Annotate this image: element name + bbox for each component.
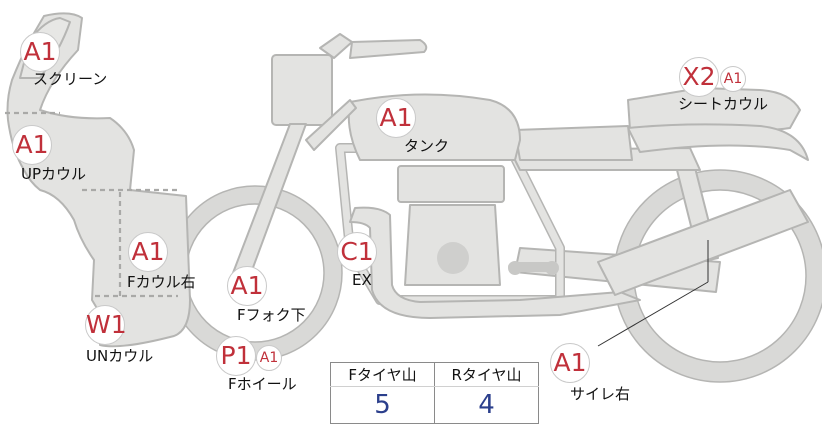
f-wheel-sub-badge[interactable]: A1 [256,345,282,371]
exhaust-label: EX [352,271,372,289]
f-wheel-label: Fホイール [228,375,297,393]
rear-tire-value: 4 [478,390,495,420]
seat-cowl-damage-badge[interactable]: X2 [679,57,719,97]
seat-cowl-sub-badge[interactable]: A1 [720,66,746,92]
seat-cowl-label: シートカウル [678,95,769,113]
screen-label: スクリーン [33,70,108,88]
f-cowl-right-damage-badge[interactable]: A1 [128,232,168,272]
f-cowl-right-label: Fカウル右 [127,273,196,291]
up-cowl-damage-badge[interactable]: A1 [12,125,52,165]
up-cowl-label: UPカウル [21,165,87,183]
silencer [597,189,809,296]
tire-tread-header-row: Fタイヤ山 Rタイヤ山 [330,362,539,387]
tank-damage-badge[interactable]: A1 [376,98,416,138]
tire-tread-table: Fタイヤ山 Rタイヤ山 5 4 [330,362,539,424]
silencer-right-label: サイレ右 [570,385,631,403]
front-tire-header: Fタイヤ山 [330,362,435,387]
f-wheel-damage-badge[interactable]: P1 [216,336,256,376]
front-tire-value: 5 [330,386,435,424]
un-cowl-damage-badge[interactable]: W1 [85,305,127,345]
rear-tire-header: Rタイヤ山 [434,362,539,387]
tire-tread-value-row: 5 4 [330,386,539,424]
un-cowl-label: UNカウル [86,347,154,365]
silencer-right-damage-badge[interactable]: A1 [550,343,590,383]
exhaust-pipe [349,206,641,319]
f-fork-label: Fフォク下 [237,306,306,324]
engine-head [397,165,505,203]
exhaust-damage-badge[interactable]: C1 [337,232,377,272]
f-fork-damage-badge[interactable]: A1 [227,266,267,306]
tank-label: タンク [404,137,450,155]
screen-damage-badge[interactable]: A1 [20,32,60,72]
